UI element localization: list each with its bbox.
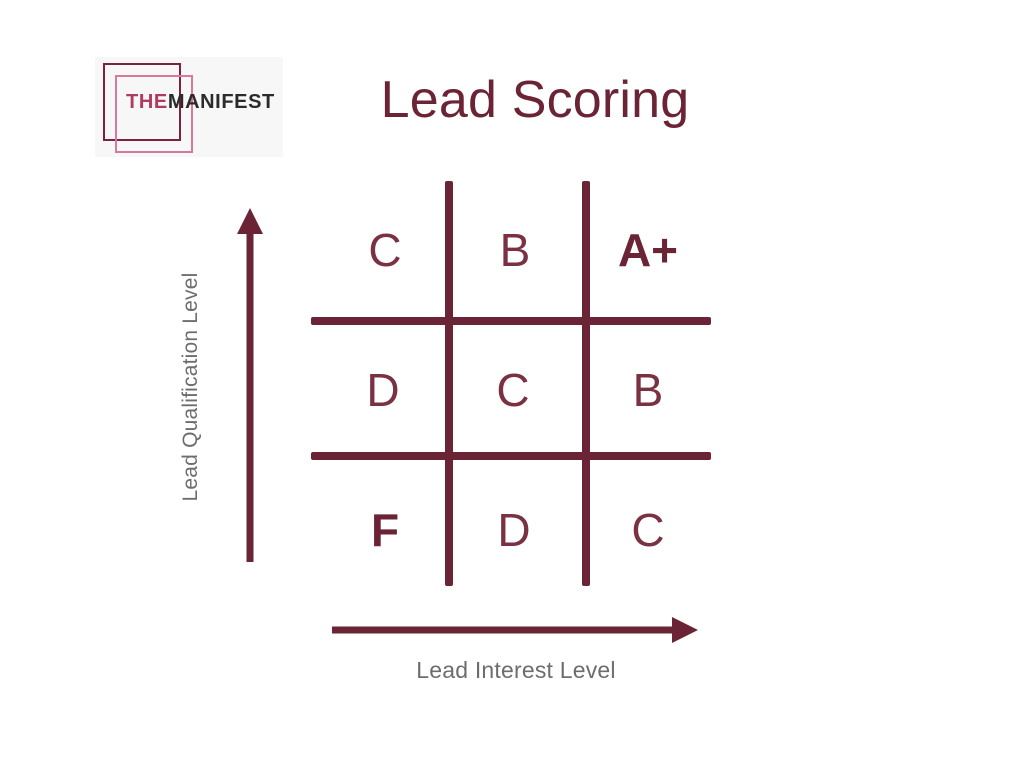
x-axis-label: Lead Interest Level bbox=[416, 657, 616, 683]
grid-line-horizontal-top bbox=[311, 317, 711, 325]
y-axis-arrow-icon bbox=[237, 208, 263, 562]
matrix-cell-row1-col1: C bbox=[368, 224, 402, 276]
matrix-cell-row2-col1: D bbox=[366, 364, 400, 416]
matrix-cell-row2-col2: C bbox=[496, 364, 530, 416]
grid-line-vertical-right bbox=[582, 181, 590, 586]
logo-word-manifest: MANIFEST bbox=[167, 91, 275, 113]
matrix-cell-row1-col2: B bbox=[499, 224, 531, 276]
page-title: Lead Scoring bbox=[380, 71, 690, 129]
x-axis-arrow-icon bbox=[332, 617, 698, 643]
logo-wordmark: THEMANIFEST bbox=[126, 92, 275, 112]
matrix-cell-row3-col3: C bbox=[631, 504, 665, 556]
logo-square-outline-back bbox=[103, 63, 181, 141]
matrix-cell-row2-col3: B bbox=[632, 364, 664, 416]
the-manifest-logo: THEMANIFEST bbox=[95, 57, 283, 157]
matrix-cell-row3-col1: F bbox=[370, 504, 400, 556]
y-axis-label: Lead Qualification Level bbox=[179, 272, 202, 502]
matrix-cell-row3-col2: D bbox=[497, 504, 531, 556]
matrix-cell-row1-col3: A+ bbox=[617, 224, 679, 276]
grid-line-horizontal-bottom bbox=[311, 452, 711, 460]
logo-word-the: THE bbox=[126, 91, 168, 113]
grid-line-vertical-left bbox=[445, 181, 453, 586]
logo-square-outline-front bbox=[115, 75, 193, 153]
